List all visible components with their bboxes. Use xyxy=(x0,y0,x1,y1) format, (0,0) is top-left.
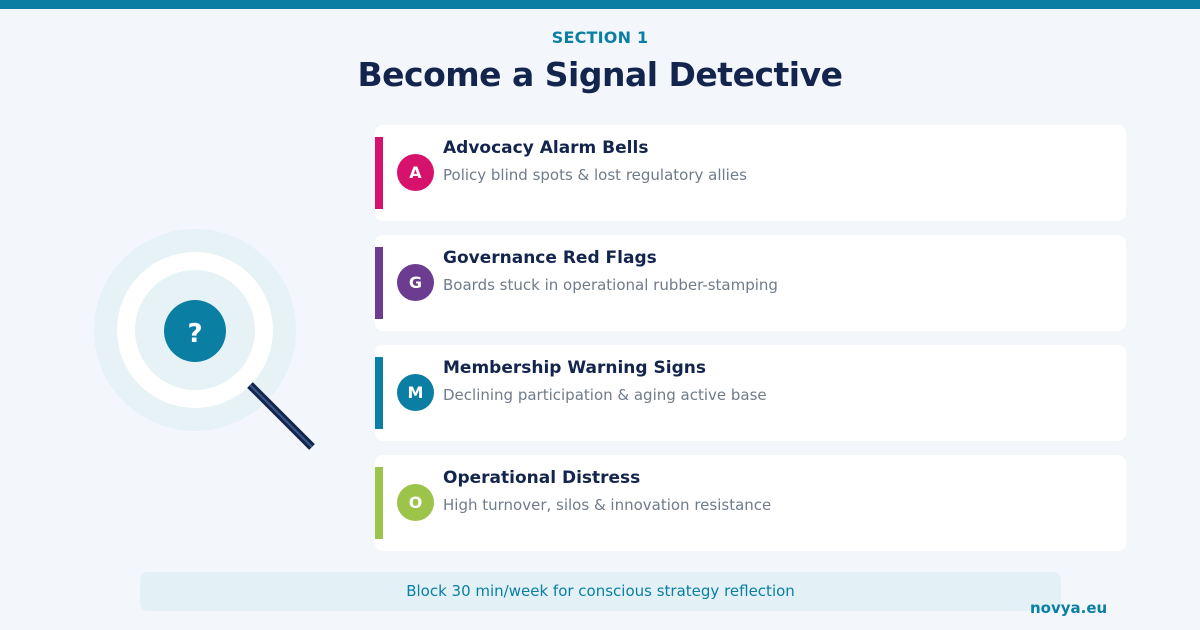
card-accent-bar xyxy=(375,467,383,539)
question-mark-glyph: ? xyxy=(187,319,202,349)
card-title: Membership Warning Signs xyxy=(443,358,706,378)
card-title: Operational Distress xyxy=(443,468,641,488)
section-label: SECTION 1 xyxy=(551,28,649,47)
card-description: Boards stuck in operational rubber-stamp… xyxy=(443,276,778,294)
card-membership: M Membership Warning Signs Declining par… xyxy=(375,345,1126,441)
card-accent-bar xyxy=(375,137,383,209)
signal-card-list: A Advocacy Alarm Bells Policy blind spot… xyxy=(375,125,1126,565)
letter-badge: M xyxy=(397,374,434,411)
strategy-tip-banner: Block 30 min/week for conscious strategy… xyxy=(140,572,1061,611)
top-accent-bar xyxy=(0,0,1200,9)
card-title: Governance Red Flags xyxy=(443,248,657,268)
card-description: Declining participation & aging active b… xyxy=(443,386,767,404)
card-description: High turnover, silos & innovation resist… xyxy=(443,496,772,514)
card-governance: G Governance Red Flags Boards stuck in o… xyxy=(375,235,1126,331)
card-accent-bar xyxy=(375,247,383,319)
page-title: Become a Signal Detective xyxy=(357,55,843,94)
card-title: Advocacy Alarm Bells xyxy=(443,138,649,158)
card-accent-bar xyxy=(375,357,383,429)
magnifier-question-icon: ? xyxy=(90,225,330,465)
card-description: Policy blind spots & lost regulatory all… xyxy=(443,166,747,184)
letter-badge: A xyxy=(397,154,434,191)
footer-brand: novya.eu xyxy=(1030,599,1108,617)
letter-badge: O xyxy=(397,484,434,521)
card-operational: O Operational Distress High turnover, si… xyxy=(375,455,1126,551)
letter-badge: G xyxy=(397,264,434,301)
card-advocacy: A Advocacy Alarm Bells Policy blind spot… xyxy=(375,125,1126,221)
